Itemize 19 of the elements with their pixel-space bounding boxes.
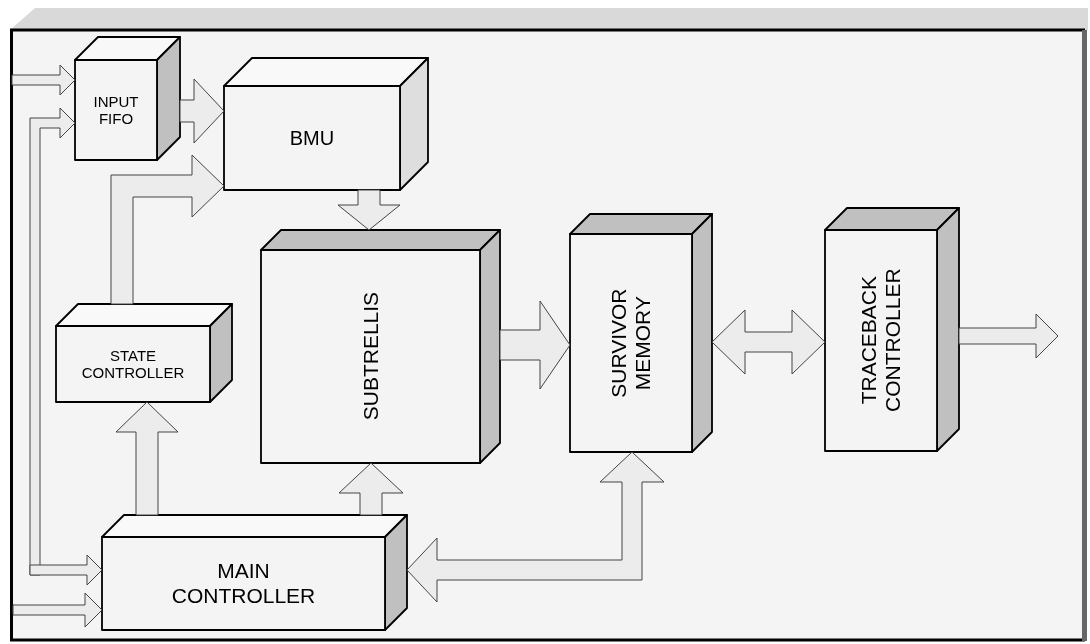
block-arrow (958, 313, 1059, 359)
block-arrow (179, 78, 225, 144)
block-arrow (499, 300, 571, 390)
block-arrow (711, 309, 826, 375)
block-arrow (338, 462, 404, 516)
block-arrow (115, 401, 179, 516)
block-label: MAIN CONTROLLER (170, 559, 317, 608)
block-arrow (29, 554, 103, 586)
block-arrow (406, 451, 665, 603)
block-label: BMU (288, 126, 336, 150)
block-arrow (337, 189, 401, 231)
block-label: TRACEBACK CONTROLLER (856, 267, 905, 415)
block-label: STATE CONTROLLER (80, 346, 186, 382)
block-label: SUBTRELLIS (358, 291, 383, 423)
block-arrow (11, 64, 76, 96)
block-arrow (12, 592, 103, 628)
block-arrow (110, 154, 225, 305)
block-label: SURVIVOR MEMORY (606, 287, 655, 400)
block-label: INPUT FIFO (92, 92, 140, 128)
